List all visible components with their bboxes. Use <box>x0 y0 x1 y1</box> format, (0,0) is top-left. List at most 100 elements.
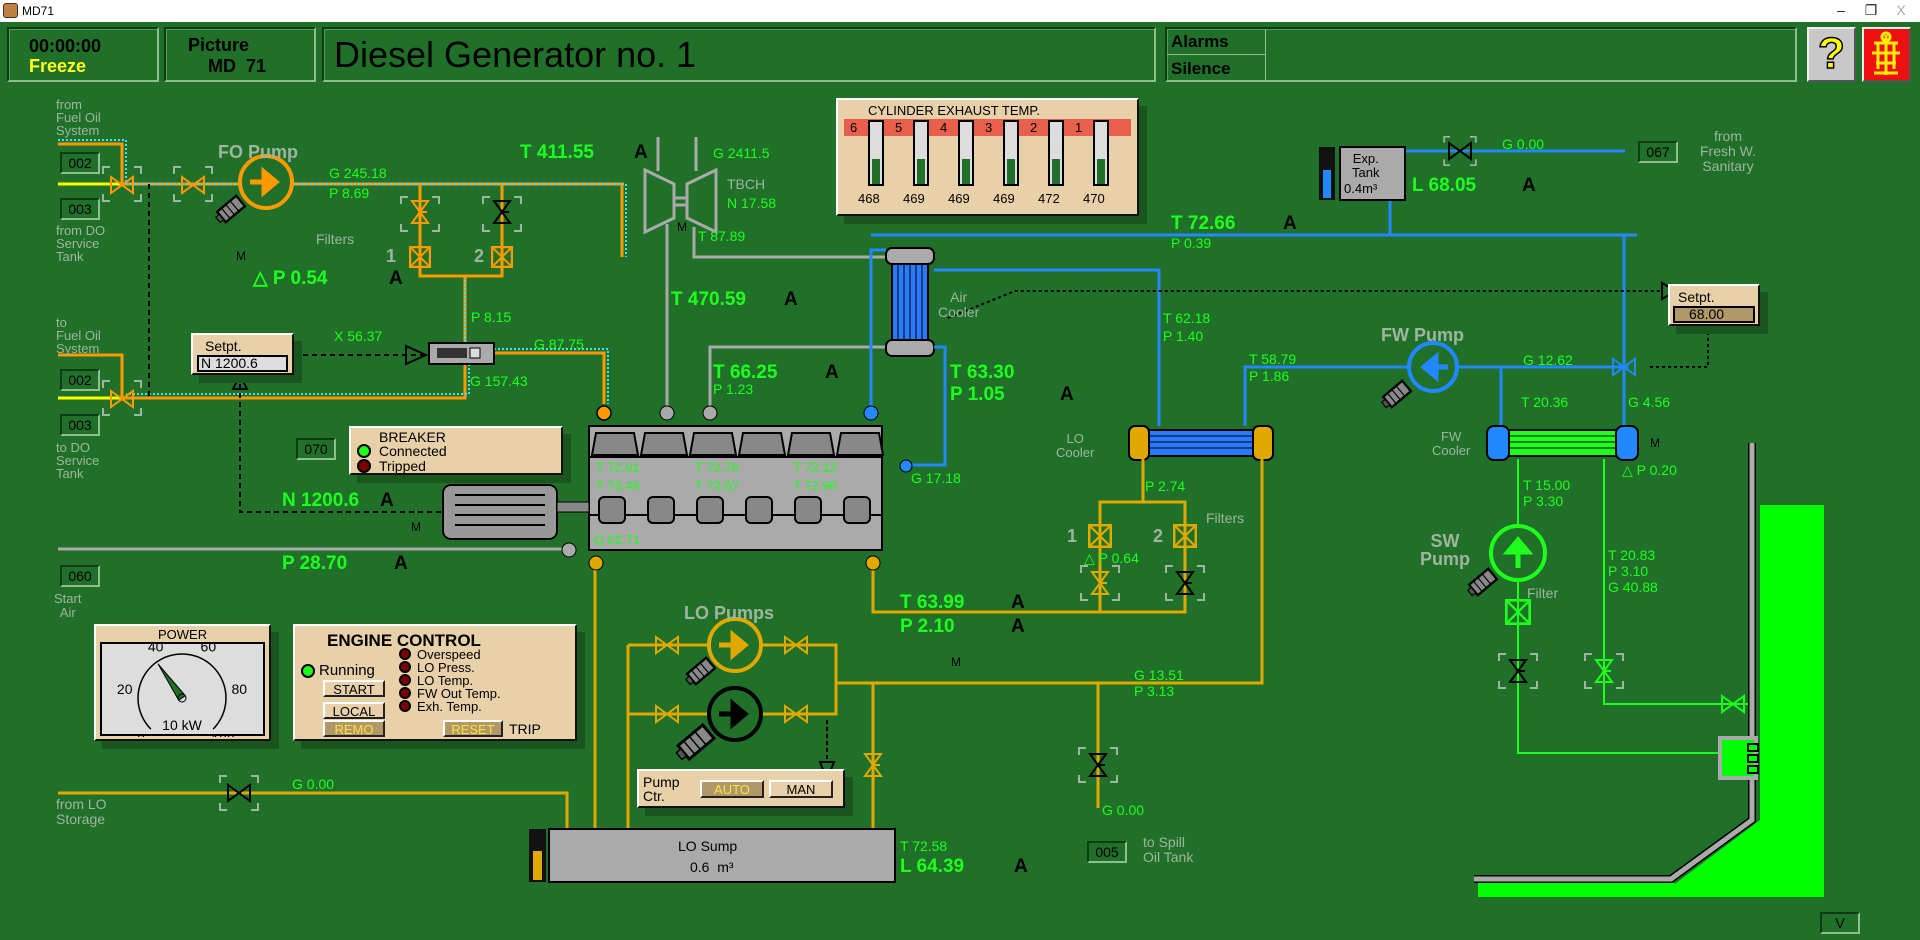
tag-067[interactable]: 067 <box>1638 141 1678 163</box>
fo-pump-pressure: P 8.69 <box>329 185 370 201</box>
expansion-tank <box>1319 146 1406 201</box>
picture-id: MD 71 <box>208 56 267 76</box>
lo-pump-flow: G 13.51 <box>1134 667 1184 683</box>
lo-pump-1[interactable] <box>707 617 763 673</box>
start-button[interactable]: START <box>323 680 385 697</box>
cylinder-number: 6 <box>850 120 858 135</box>
scav-air-pressure: P 1.23 <box>713 381 754 397</box>
gauge-needle <box>157 663 187 702</box>
fo-filter2-label: 2 <box>474 246 485 266</box>
air-cooler-label: Air Cooler <box>938 289 980 320</box>
help-button[interactable]: ? <box>1807 27 1856 82</box>
cylinder-number: 3 <box>985 120 993 135</box>
manual-button[interactable]: MAN <box>769 780 833 798</box>
lo-pump-2[interactable] <box>707 686 763 742</box>
fw-pump-pressure: P 1.86 <box>1249 368 1290 384</box>
alarm-label: Exh. Temp. <box>417 699 482 714</box>
fw-setpoint-input[interactable]: 68.00 <box>1673 306 1755 323</box>
silence-button[interactable]: Silence <box>1171 59 1231 78</box>
emblem-button[interactable] <box>1862 27 1911 82</box>
fo-pump-label: FO Pump <box>218 142 298 162</box>
reset-button[interactable]: RESET <box>443 720 503 737</box>
spill-flow: G 0.00 <box>1102 802 1145 818</box>
v-button[interactable]: V <box>1820 912 1860 934</box>
alarm-flag: A <box>634 142 648 163</box>
fo-return-flow: G 157.43 <box>470 373 528 389</box>
lo-cooler[interactable] <box>1128 425 1274 461</box>
setpt-label: Setpt. <box>1678 289 1715 305</box>
remote-button[interactable]: REMO <box>323 720 385 737</box>
air-inlet <box>702 405 718 421</box>
fo-pump[interactable] <box>238 154 294 210</box>
tag-070[interactable]: 070 <box>296 438 336 460</box>
auto-button[interactable]: AUTO <box>700 780 764 798</box>
fw-temp-setpoint-panel[interactable]: Setpt. 68.00 <box>1668 284 1760 326</box>
lo-filters-label: Filters <box>1206 510 1245 526</box>
fuel-injection-pump[interactable] <box>405 342 495 366</box>
gauge-tick-label: 20 <box>117 681 133 697</box>
fw-outlet-temp: T 72.66 <box>1171 213 1236 234</box>
lube-oil-piping <box>58 459 1264 833</box>
from-fo-label: from Fuel Oil System <box>56 97 101 138</box>
power-title: POWER <box>158 627 208 642</box>
restore-button[interactable]: ❐ <box>1864 2 1878 18</box>
sw-inlet-pressure: P 3.30 <box>1523 493 1564 509</box>
turbocharger <box>643 167 718 235</box>
alarm-lamp <box>399 648 411 660</box>
sim-clock[interactable]: 00:00:00 Freeze <box>7 27 159 82</box>
lo-cooler-pressure: P 2.74 <box>1145 478 1186 494</box>
exp-tank-level-value: L 68.05 <box>1412 175 1477 196</box>
speed-setpoint-panel[interactable]: Setpt. N 1200.6 <box>191 333 294 375</box>
tag-002-in[interactable]: 002 <box>60 152 100 174</box>
gauge-arc <box>137 653 227 730</box>
tc-air-temp: T 87.89 <box>698 228 746 244</box>
breaker-panel[interactable]: BREAKER Connected Tripped <box>349 426 563 475</box>
sanitary-flow: G 0.00 <box>1502 136 1545 152</box>
sw-pump[interactable] <box>1489 524 1547 582</box>
tag-060[interactable]: 060 <box>60 565 100 587</box>
tag-005[interactable]: 005 <box>1087 841 1127 863</box>
cyl-temp: T 72.76 <box>695 460 739 475</box>
fw-cooler-temp: T 20.36 <box>1521 394 1569 410</box>
fo-pressure-after-filter: P 8.15 <box>471 309 512 325</box>
tag-003-out[interactable]: 003 <box>60 414 100 436</box>
breaker-title: BREAKER <box>379 429 446 445</box>
speed-setpoint-input[interactable]: N 1200.6 <box>197 355 288 372</box>
alarms-button[interactable]: Alarms <box>1171 32 1229 51</box>
m-label: M <box>411 520 421 534</box>
lo-pump-pressure: P 3.13 <box>1134 683 1175 699</box>
diesel-engine[interactable] <box>588 425 885 551</box>
cylinder-exhaust-temp: 469 <box>948 191 970 206</box>
lo-engine-inlet <box>588 555 604 571</box>
lo-storage-flow: G 0.00 <box>292 776 335 792</box>
tripped-lamp <box>357 459 371 473</box>
trip-label: TRIP <box>509 721 541 737</box>
minimize-button[interactable]: – <box>1837 2 1845 18</box>
m-label: M <box>236 249 246 263</box>
cylinder-temp-bar <box>1003 120 1019 186</box>
close-button[interactable]: X <box>1896 2 1906 18</box>
tag-003-in[interactable]: 003 <box>60 198 100 220</box>
fresh-water-sanitary-label: from Fresh W. Sanitary <box>1700 128 1757 174</box>
lo-filter1-label: 1 <box>1067 526 1078 546</box>
cylinder-number: 1 <box>1075 120 1083 135</box>
fo-engine-inlet <box>596 405 612 421</box>
generator[interactable] <box>442 484 590 540</box>
fw-inlet-temp: T 63.30 <box>950 362 1015 383</box>
lo-filter-dp: △ P 0.64 <box>1084 550 1139 566</box>
fw-pump-flow: G 12.62 <box>1523 352 1573 368</box>
fw-pump[interactable] <box>1407 341 1459 393</box>
fw-cooler[interactable] <box>1486 425 1639 461</box>
cyl-temp: T 72.67 <box>695 478 739 493</box>
arrow-up-icon <box>1502 536 1534 568</box>
power-gauge-panel: POWER 02040608010010 kW <box>94 624 271 741</box>
start-air-pressure: P 28.70 <box>282 553 348 574</box>
lo-inlet-pressure: P 2.10 <box>900 616 955 637</box>
fw-cooler-dp: △ P 0.20 <box>1622 462 1677 478</box>
tag-002-out[interactable]: 002 <box>60 369 100 391</box>
air-cooler[interactable] <box>885 247 935 357</box>
from-do-label: from DO Service Tank <box>56 223 106 264</box>
lo-sump-label: LO Sump <box>678 838 738 854</box>
local-button[interactable]: LOCAL <box>323 702 385 719</box>
